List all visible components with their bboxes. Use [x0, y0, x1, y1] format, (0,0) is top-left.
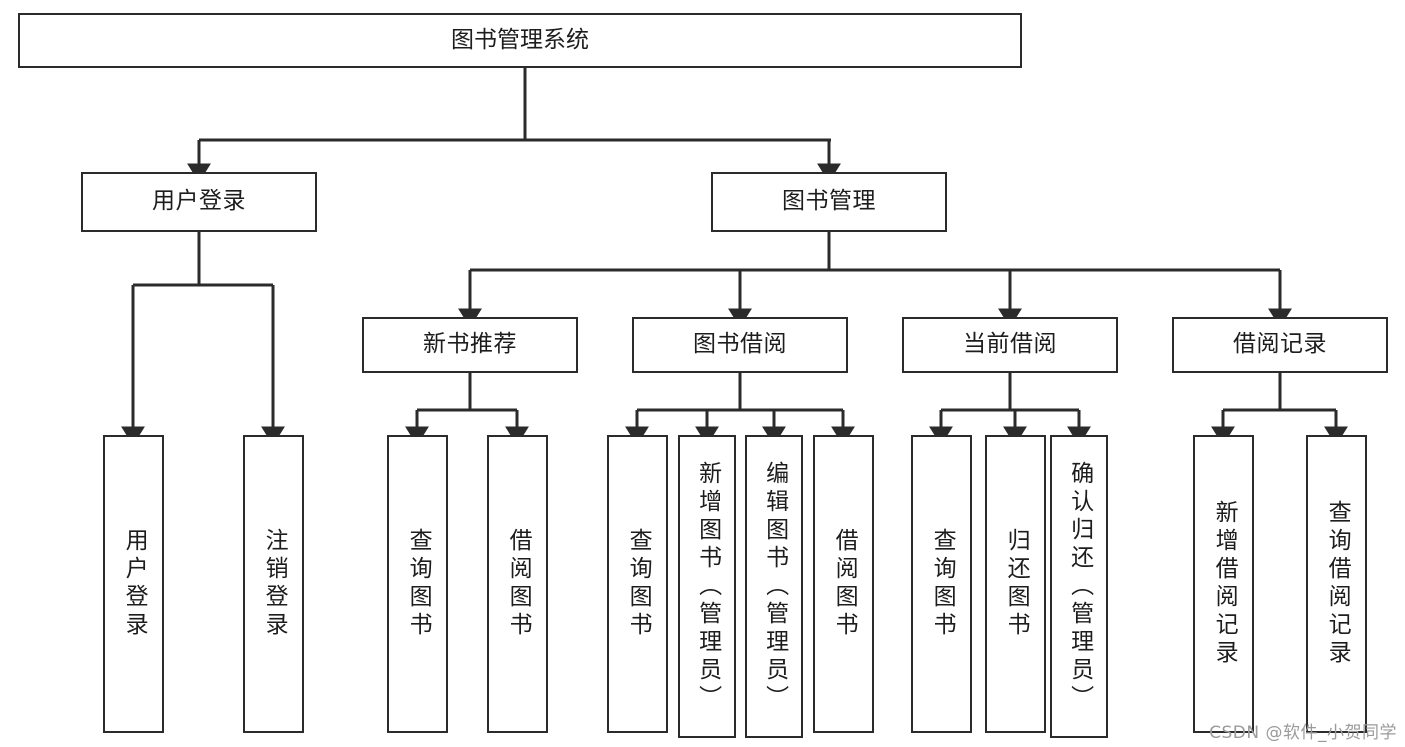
node-leaf-confirm-return-admin[interactable]: 确认归还（管理员）	[1050, 435, 1108, 738]
node-leaf-user-login[interactable]: 用户登录	[103, 435, 164, 733]
node-book-borrow[interactable]: 图书借阅	[632, 317, 848, 373]
node-user-login[interactable]: 用户登录	[81, 172, 317, 232]
node-label: 确认归还（管理员）	[1066, 460, 1093, 713]
node-label: 借阅图书	[505, 528, 532, 640]
node-label: 查询图书	[625, 528, 652, 640]
node-label: 用户登录	[121, 528, 148, 640]
node-leaf-add-borrow-record[interactable]: 新增借阅记录	[1193, 435, 1254, 733]
node-leaf-query-book-borrow[interactable]: 查询图书	[607, 435, 668, 733]
node-label: 新书推荐	[423, 331, 517, 358]
node-new-book-recommend[interactable]: 新书推荐	[362, 317, 578, 373]
node-leaf-logout[interactable]: 注销登录	[243, 435, 304, 733]
node-leaf-query-book-current[interactable]: 查询图书	[911, 435, 972, 733]
node-label: 借阅记录	[1233, 331, 1327, 358]
node-label: 归还图书	[1003, 528, 1030, 640]
node-label: 编辑图书（管理员）	[761, 460, 788, 713]
node-label: 图书管理系统	[451, 26, 589, 53]
node-label: 借阅图书	[831, 528, 858, 640]
node-leaf-borrow-book-rec[interactable]: 借阅图书	[487, 435, 548, 733]
node-leaf-add-book-admin[interactable]: 新增图书（管理员）	[678, 435, 736, 738]
node-label: 当前借阅	[963, 331, 1057, 358]
node-label: 注销登录	[261, 528, 288, 640]
watermark-text: CSDN @软件_小贺同学	[1209, 723, 1397, 743]
node-leaf-edit-book-admin[interactable]: 编辑图书（管理员）	[745, 435, 803, 738]
node-current-borrow[interactable]: 当前借阅	[902, 317, 1118, 373]
node-label: 用户登录	[152, 188, 246, 215]
node-borrow-record[interactable]: 借阅记录	[1172, 317, 1388, 373]
node-label: 查询借阅记录	[1324, 500, 1351, 668]
node-label: 新增借阅记录	[1211, 500, 1238, 668]
node-label: 查询图书	[405, 528, 432, 640]
node-label: 图书借阅	[693, 331, 787, 358]
node-label: 图书管理	[782, 188, 876, 215]
node-label: 新增图书（管理员）	[694, 460, 721, 713]
node-label: 查询图书	[929, 528, 956, 640]
node-leaf-return-book[interactable]: 归还图书	[985, 435, 1046, 733]
node-leaf-borrow-book[interactable]: 借阅图书	[813, 435, 874, 733]
node-leaf-query-book-rec[interactable]: 查询图书	[387, 435, 448, 733]
node-book-manage[interactable]: 图书管理	[711, 172, 947, 232]
node-leaf-query-borrow-record[interactable]: 查询借阅记录	[1306, 435, 1367, 733]
node-root-system[interactable]: 图书管理系统	[18, 13, 1022, 68]
